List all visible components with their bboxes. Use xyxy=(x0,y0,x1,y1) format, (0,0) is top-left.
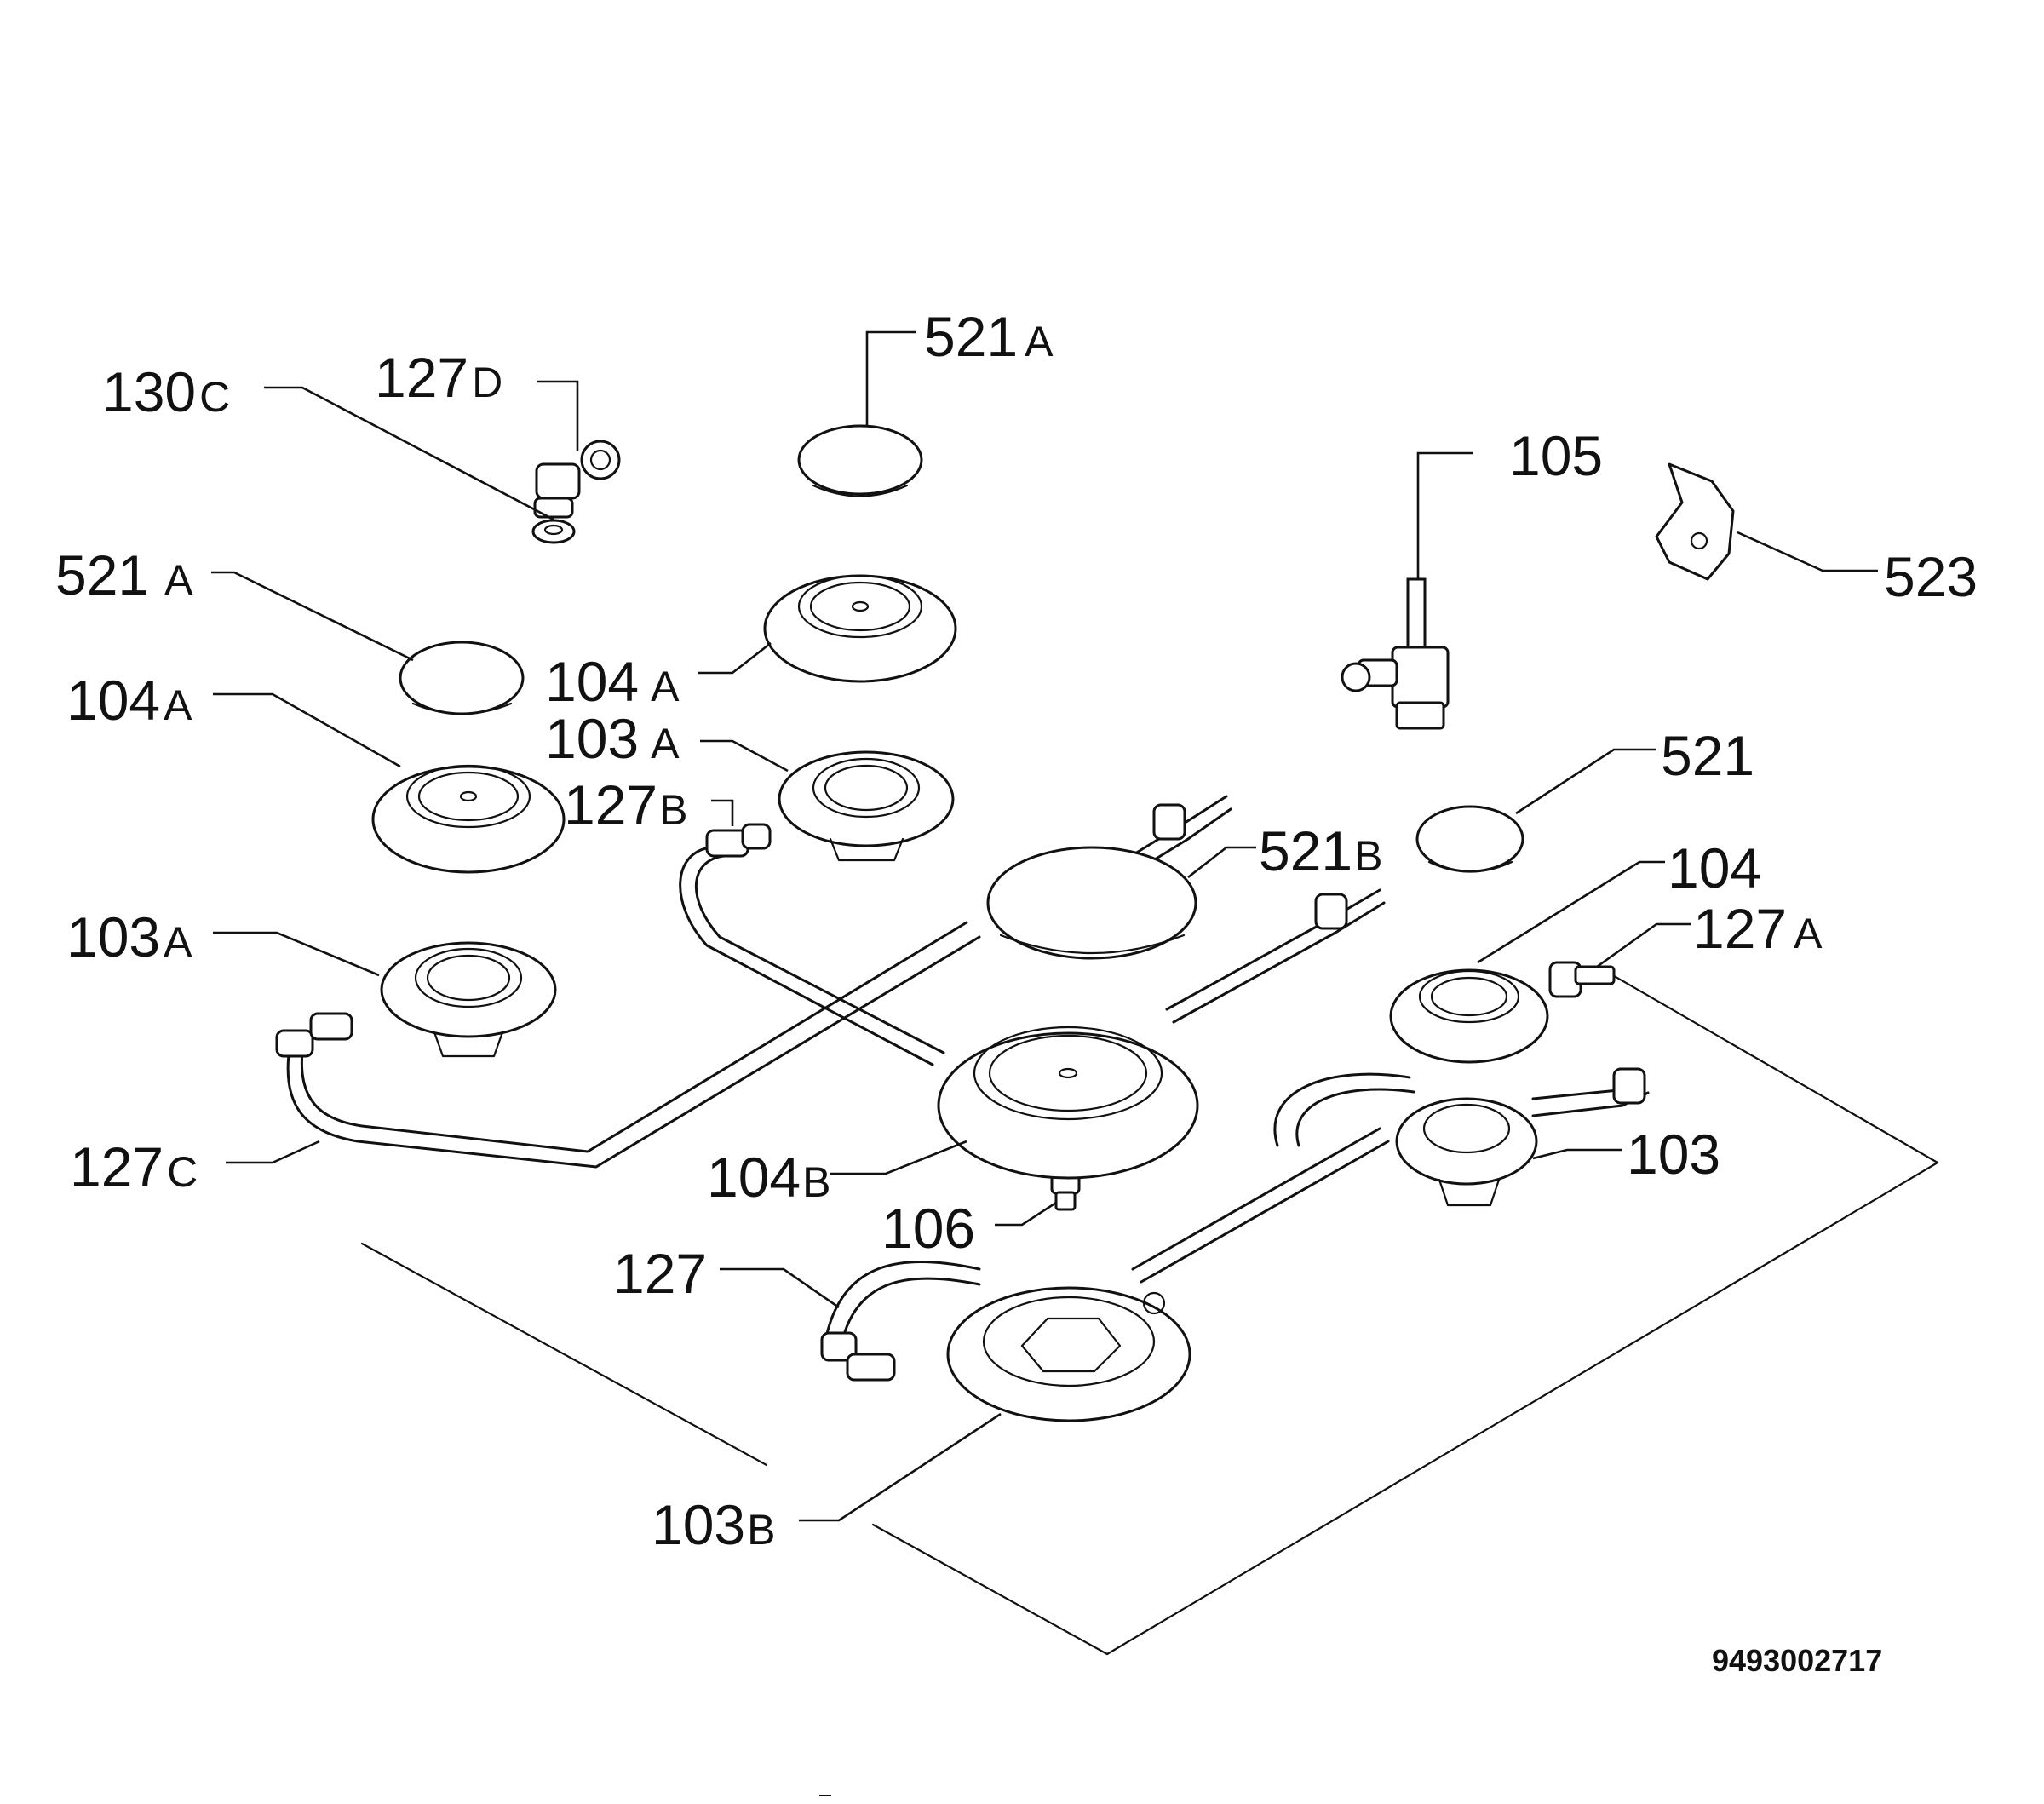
callout-127c: 127C xyxy=(70,1135,198,1198)
leader-lines xyxy=(211,330,1878,1522)
body-103a-left xyxy=(380,941,557,1058)
callout-104b: 104B xyxy=(707,1146,830,1209)
callout-104a-left: 104A xyxy=(66,669,192,732)
body-103b xyxy=(946,1286,1191,1422)
cap-521 xyxy=(1415,805,1524,873)
connector-127b xyxy=(705,823,772,858)
crown-104b xyxy=(937,1026,1199,1180)
callout-103: 103 xyxy=(1627,1123,1720,1186)
bracket-523 xyxy=(1655,462,1735,581)
fitting-521b-side xyxy=(1152,803,1646,1105)
crown-104a-top xyxy=(763,574,957,683)
burner-caps xyxy=(399,424,1524,960)
callout-127: 127 xyxy=(613,1242,707,1305)
gas-pipes xyxy=(286,795,1650,1339)
crown-104a-left xyxy=(371,764,566,874)
callout-103b: 103B xyxy=(652,1493,775,1556)
callout-521b: 521B xyxy=(1259,819,1382,882)
document-number: 9493002717 xyxy=(1712,1643,1882,1678)
fitting-127a xyxy=(1548,961,1616,998)
burner-bodies xyxy=(380,750,1538,1422)
callout-106: 106 xyxy=(881,1197,975,1260)
callout-127d: 127D xyxy=(375,346,502,409)
fittings xyxy=(275,440,1735,1382)
gas-tap-105 xyxy=(1341,577,1450,730)
crown-104 xyxy=(1389,968,1549,1064)
body-103 xyxy=(1395,1097,1538,1207)
callout-521: 521 xyxy=(1661,724,1754,787)
washer-130c xyxy=(531,519,576,544)
callout-523: 523 xyxy=(1884,545,1978,608)
cap-521b xyxy=(986,846,1197,960)
callout-127b: 127B xyxy=(564,773,687,836)
burner-crowns xyxy=(371,574,1549,1180)
callout-104: 104 xyxy=(1668,836,1761,899)
fitting-127d xyxy=(533,440,621,519)
cap-521a-left xyxy=(399,641,525,715)
connector-127c xyxy=(275,1012,353,1058)
cap-521a-top xyxy=(797,424,923,497)
callout-105: 105 xyxy=(1509,424,1603,487)
callout-130c: 130C xyxy=(102,360,230,423)
hob-plate-outline xyxy=(360,969,1939,1656)
connector-127 xyxy=(820,1331,896,1382)
callout-103a-left: 103A xyxy=(66,905,192,968)
body-103a-mid xyxy=(778,750,955,862)
